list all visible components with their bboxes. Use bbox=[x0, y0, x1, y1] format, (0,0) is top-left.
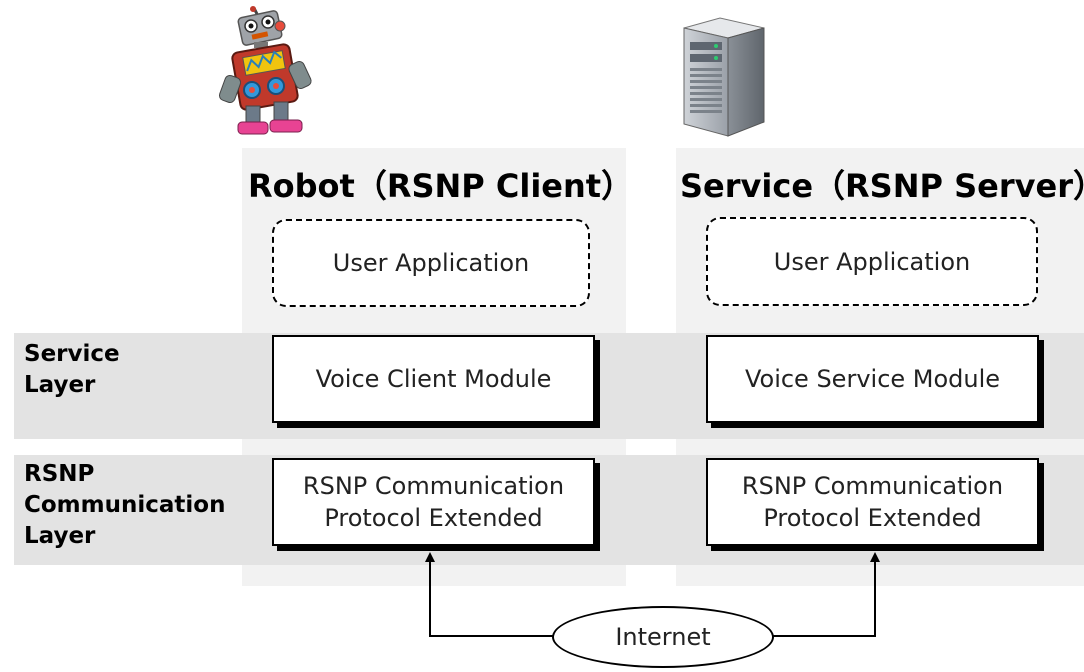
server-protocol-box: RSNP Communication Protocol Extended bbox=[706, 458, 1039, 546]
voice-service-module-box: Voice Service Module bbox=[706, 335, 1039, 423]
voice-client-module-box: Voice Client Module bbox=[272, 335, 595, 423]
client-protocol-line2: Protocol Extended bbox=[324, 504, 543, 532]
client-protocol-box: RSNP Communication Protocol Extended bbox=[272, 458, 595, 546]
voice-service-module-label: Voice Service Module bbox=[744, 365, 1001, 393]
client-connector-arrowhead bbox=[425, 552, 435, 562]
server-protocol-line1: RSNP Communication bbox=[741, 472, 1004, 500]
server-connector-arrowhead bbox=[870, 552, 880, 562]
client-protocol-line1: RSNP Communication bbox=[302, 472, 565, 500]
server-user-application-box: User Application bbox=[706, 217, 1038, 306]
voice-client-module-label: Voice Client Module bbox=[315, 365, 552, 393]
server-protocol-line2: Protocol Extended bbox=[763, 504, 982, 532]
server-tower-icon bbox=[683, 17, 765, 137]
server-connector-line bbox=[768, 559, 876, 637]
server-user-application-label: User Application bbox=[773, 247, 971, 276]
client-column-title: Robot（RSNP Client） bbox=[248, 167, 634, 205]
client-user-application-label: User Application bbox=[332, 249, 530, 277]
server-column-title: Service（RSNP Server） bbox=[680, 167, 1084, 205]
communication-layer-label: RSNP Communication Layer bbox=[24, 461, 226, 549]
internet-node: Internet bbox=[552, 606, 774, 668]
client-user-application-box: User Application bbox=[272, 219, 590, 307]
service-layer-label: Service Layer bbox=[24, 341, 120, 398]
internet-label: Internet bbox=[615, 623, 711, 651]
robot-icon bbox=[218, 6, 312, 135]
client-connector-line bbox=[429, 559, 557, 637]
